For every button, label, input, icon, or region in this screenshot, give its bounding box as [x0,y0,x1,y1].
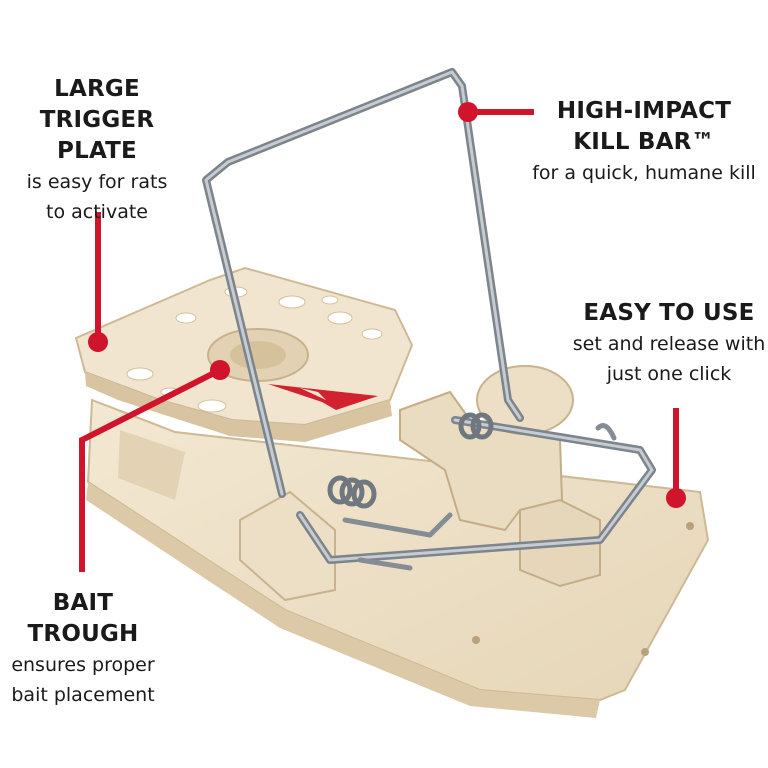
callout-leaders [79,102,686,572]
callout-description: just one click [606,363,732,385]
callout-description: ensures proper [11,654,155,676]
callout-title: BAIT TROUGH [27,590,139,647]
callout-title: TRIGGER PLATE [39,107,155,164]
kill-bar-wire [202,68,656,571]
leader-dot-kill-bar [458,102,478,122]
brand-logo [268,384,378,410]
callout-title: HIGH-IMPACT [556,98,732,124]
leader-bait-trough [79,367,222,572]
callout-kill-bar: HIGH-IMPACT KILL BAR™ for a quick, human… [520,96,768,188]
callout-bait-trough: BAIT TROUGH ensures proper bait placemen… [0,588,166,710]
spring-coil [327,412,494,509]
callout-trigger-plate: LARGE TRIGGER PLATE is easy for rats to … [0,74,194,227]
callout-description: to activate [46,201,148,223]
callout-title: KILL BAR™ [573,129,715,155]
leader-dot-bait-trough [210,360,230,380]
leader-dot-easy-to-use [666,488,686,508]
callout-title: LARGE [54,76,140,102]
callout-description: bait placement [11,684,155,706]
leader-dot-trigger-plate [88,332,108,352]
callout-easy-to-use: EASY TO USE set and release with just on… [570,298,768,389]
callout-title: EASY TO USE [583,300,755,326]
callout-description: for a quick, humane kill [532,162,756,184]
callout-description: is easy for rats [26,171,168,193]
callout-description: set and release with [572,333,766,355]
